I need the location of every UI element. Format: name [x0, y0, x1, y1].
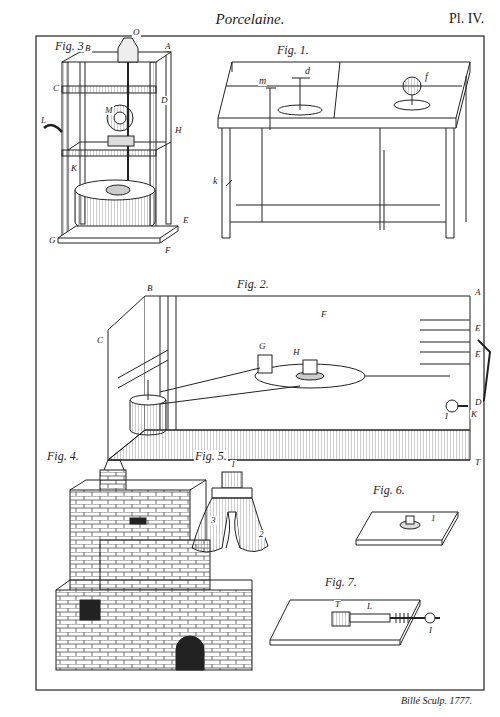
callout-letter: L — [366, 602, 373, 611]
callout-letter: M — [104, 106, 114, 115]
callout-letter: I — [428, 626, 433, 635]
callout-number: 1 — [230, 460, 237, 469]
callout-letter: m — [258, 76, 267, 86]
callout-number: 3 — [210, 516, 217, 525]
callout-letter: L — [40, 116, 47, 125]
callout-letter: A — [474, 288, 482, 297]
callout-letter: T — [334, 600, 341, 609]
callout-letter: K — [470, 410, 478, 419]
figure-label: Fig. 3. — [54, 40, 88, 52]
figure-label: Fig. 1. — [276, 44, 310, 56]
callout-letter: O — [132, 28, 141, 37]
callout-letter: T — [474, 458, 481, 467]
callout-letter: C — [96, 336, 104, 345]
callout-letter: G — [258, 342, 267, 351]
figure-label: Fig. 4. — [46, 450, 80, 462]
wheel-room-fig2 — [108, 296, 490, 460]
plate-title: Porcelaine. — [214, 12, 285, 27]
callout-letter: E — [474, 350, 482, 359]
figure-label: Fig. 2. — [236, 278, 270, 290]
callout-letter: E — [182, 216, 190, 225]
plate-fig7 — [270, 600, 440, 645]
callout-letter: F — [164, 246, 172, 255]
callout-letter: I — [444, 412, 449, 421]
callout-number: 1 — [430, 514, 437, 523]
callout-letter: H — [174, 126, 183, 135]
engraver-signature: Billé Sculp. 1777. — [400, 696, 473, 706]
callout-letter: K — [70, 164, 78, 173]
callout-letter: B — [146, 284, 154, 293]
callout-letter: f — [424, 72, 429, 82]
figure-label: Fig. 7. — [324, 576, 358, 588]
callout-letter: C — [52, 84, 60, 93]
frame-fig3 — [44, 38, 178, 243]
plate-fig6 — [356, 512, 458, 545]
callout-letter: D — [474, 398, 483, 407]
callout-letter: G — [48, 236, 57, 245]
callout-letter: F — [320, 310, 328, 319]
callout-letter: D — [160, 96, 169, 105]
callout-number: 2 — [258, 530, 265, 539]
callout-letter: H — [292, 348, 301, 357]
callout-letter: E — [474, 324, 482, 333]
figure-label: Fig. 5. — [194, 450, 228, 462]
callout-letter: B — [84, 44, 92, 53]
callout-letter: k — [212, 176, 218, 186]
callout-letter: A — [164, 42, 172, 51]
chuck-fig5 — [192, 472, 268, 552]
table-fig1 — [218, 62, 470, 238]
figure-label: Fig. 6. — [372, 484, 406, 496]
plate-number: Pl. IV. — [448, 12, 485, 26]
callout-letter: d — [304, 66, 311, 76]
kiln-fig4 — [56, 460, 252, 670]
